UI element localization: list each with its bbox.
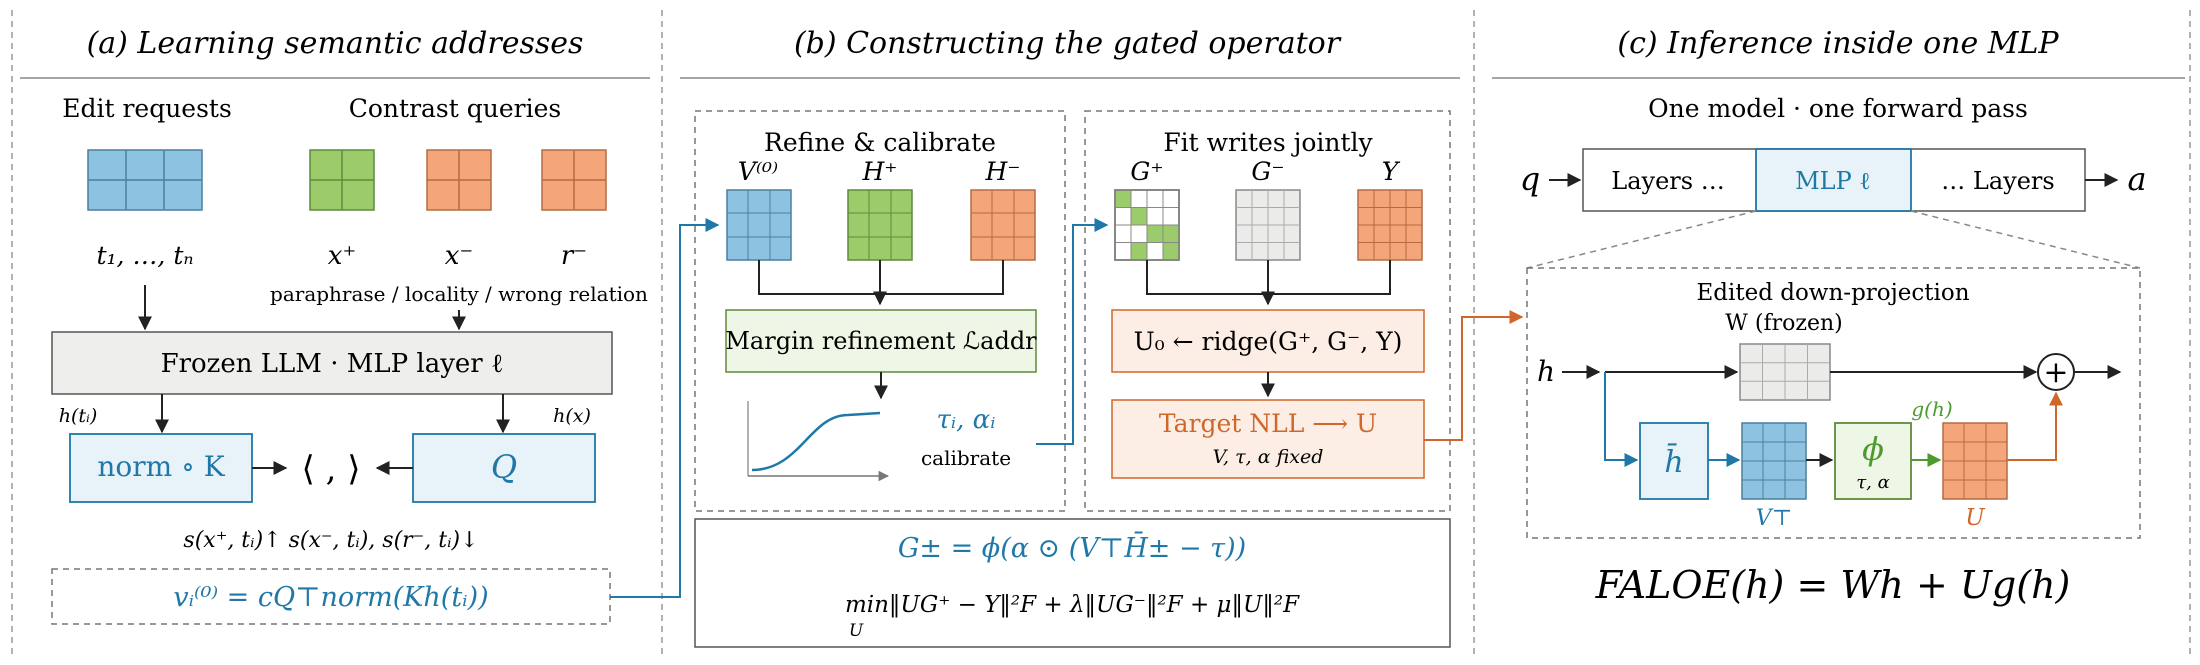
r-minus-label: r⁻	[561, 241, 587, 271]
fit-writes-box	[1084, 110, 1451, 512]
x-plus-label: x⁺	[328, 241, 356, 271]
panel-separators	[11, 10, 2191, 655]
edit-request-matrix	[87, 149, 203, 211]
u-matrix	[1942, 422, 2008, 500]
sum-plus-label: +	[2043, 355, 2068, 390]
refine-calibrate-title: Refine & calibrate	[764, 128, 996, 157]
arrow-b-to-c	[1424, 310, 1524, 441]
edit-tokens-label: t₁, …, tₙ	[96, 241, 193, 270]
x-minus-label: x⁻	[445, 241, 473, 271]
layers-right-label: … Layers	[1941, 167, 2054, 195]
frozen-llm-label: Frozen LLM · MLP layer ℓ	[161, 349, 504, 379]
gate-formula-box	[694, 518, 1451, 648]
edited-down-projection-box	[1526, 267, 2141, 539]
h-ti-label: h(tᵢ)	[59, 405, 98, 427]
h-bar-box	[1639, 422, 1709, 500]
margin-refinement-label: Margin refinement ℒaddr	[725, 327, 1037, 355]
branch-to-hbar	[1604, 372, 1639, 467]
h-minus-matrix	[970, 189, 1036, 261]
v0-matrix	[726, 189, 792, 261]
a-output-label: a	[2127, 160, 2146, 198]
q-label: Q	[491, 448, 517, 486]
tau-alpha-label: τᵢ, αᵢ	[937, 405, 996, 435]
inner-product-bracket: ⟨ , ⟩	[302, 449, 361, 489]
panel-c-title: (c) Inference inside one MLP	[1617, 26, 2059, 61]
mlp-box	[1755, 148, 1912, 212]
objective-formula: min‖UG⁺ − Y‖²F + λ‖UG⁻‖²F + μ‖U‖²F	[845, 592, 1300, 618]
h-plus-matrix	[847, 189, 913, 261]
h-bar-label: h̄	[1664, 442, 1683, 480]
g-minus-matrix	[1235, 189, 1301, 261]
v-transpose-label: V⊤	[1756, 506, 1793, 531]
final-formula: FALOE(h) = Wh + Ug(h)	[1595, 563, 2071, 607]
edited-down-projection-title: Edited down-projection	[1696, 280, 1969, 306]
zoom-lines	[1526, 210, 2141, 269]
fit-writes-title: Fit writes jointly	[1163, 128, 1373, 157]
x-minus-matrix	[426, 149, 492, 211]
u-label: U	[1965, 505, 1986, 531]
norm-k-box	[69, 433, 253, 503]
u-to-sum-arrow	[2007, 391, 2063, 461]
calibrate-label: calibrate	[921, 446, 1011, 470]
q-input-label: q	[1520, 160, 1540, 198]
g-plus-matrix	[1114, 189, 1180, 261]
h-minus-label: H⁻	[985, 157, 1021, 186]
v0-label: V⁽⁰⁾	[738, 157, 778, 186]
panel-b-title: (b) Constructing the gated operator	[794, 26, 1342, 61]
arrow-refine-to-fit	[1036, 218, 1109, 445]
phi-sub-label: τ, α	[1856, 472, 1890, 493]
norm-k-label: norm ∘ K	[97, 450, 225, 483]
margin-refinement-box	[725, 309, 1037, 373]
h-input-label: h	[1537, 355, 1555, 388]
phi-box	[1834, 422, 1912, 500]
q-box	[412, 433, 596, 503]
y-matrix	[1357, 189, 1423, 261]
frozen-llm-box	[51, 331, 613, 395]
contrast-caption: paraphrase / locality / wrong relation	[270, 282, 648, 306]
score-line: s(x⁺, tᵢ)↑ s(x⁻, tᵢ), s(r⁻, tᵢ)↓	[183, 528, 478, 553]
v-transpose-matrix	[1741, 422, 1807, 500]
r-minus-matrix	[541, 149, 607, 211]
phi-label: ϕ	[1862, 430, 1884, 468]
target-nll-box	[1111, 399, 1425, 479]
w-frozen-label: W (frozen)	[1725, 311, 1842, 336]
layers-left-label: Layers …	[1611, 167, 1724, 195]
mlp-label: MLP ℓ	[1795, 167, 1871, 195]
y-label: Y	[1382, 157, 1401, 186]
x-plus-matrix	[309, 149, 375, 211]
objective-subscript: U	[849, 621, 864, 641]
g-h-label: g(h)	[1911, 397, 1952, 421]
ridge-box	[1111, 309, 1425, 373]
fixed-label: V, τ, α fixed	[1213, 446, 1324, 468]
h-x-label: h(x)	[553, 405, 591, 427]
w-frozen-matrix	[1739, 343, 1831, 401]
sigmoid-plot	[747, 401, 890, 482]
contrast-queries-label: Contrast queries	[349, 94, 561, 123]
edit-requests-label: Edit requests	[62, 94, 232, 123]
arrow-a-to-b	[610, 218, 720, 598]
gate-formula: G± = ϕ(α ⊙ (V⊤H̄± − τ))	[898, 530, 1246, 564]
refine-connectors	[758, 260, 1004, 306]
h-plus-label: H⁺	[862, 157, 898, 186]
address-formula: vᵢ⁽⁰⁾ = cQ⊤norm(Kh(tᵢ))	[173, 582, 488, 613]
ridge-label: U₀ ← ridge(G⁺, G⁻, Y)	[1134, 327, 1403, 356]
panel-c-subtitle: One model · one forward pass	[1648, 94, 2028, 123]
fit-connectors	[1146, 260, 1391, 306]
target-nll-label: Target NLL ⟶ U	[1159, 409, 1377, 438]
g-plus-label: G⁺	[1130, 157, 1163, 186]
panel-a-title: (a) Learning semantic addresses	[87, 26, 584, 61]
g-minus-label: G⁻	[1251, 157, 1284, 186]
